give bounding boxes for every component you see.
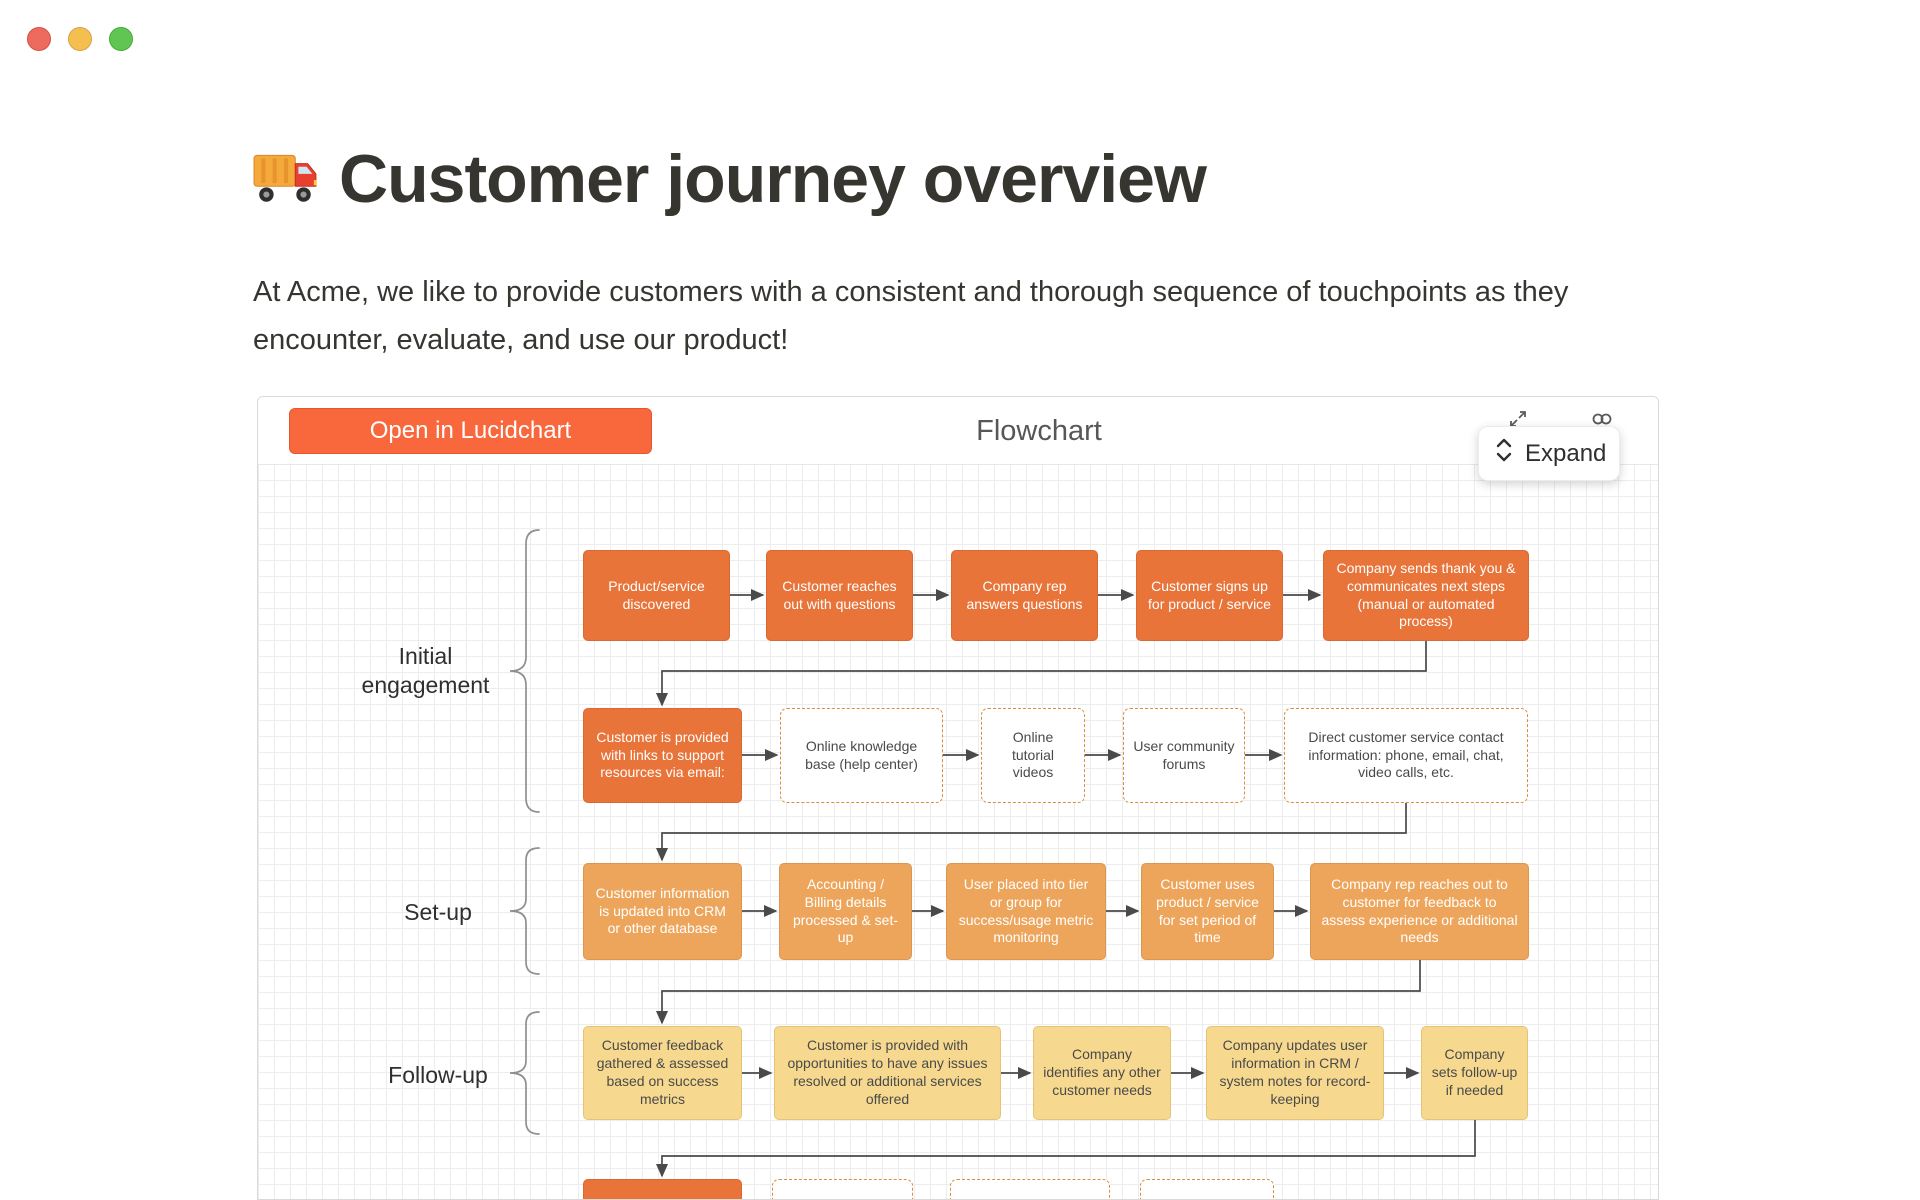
embed-header: Open in Lucidchart Flowchart <box>258 397 1658 465</box>
flow-step: Customer information is updated into CRM… <box>583 863 742 960</box>
flowchart-canvas: Initial engagement Set-up Follow-up Prod… <box>258 464 1658 1199</box>
link-icon[interactable] <box>1591 409 1613 434</box>
expand-label: Expand <box>1525 439 1607 467</box>
lane-label-initial-engagement: Initial engagement <box>361 643 490 698</box>
flow-step: Accounting / Billing details processed &… <box>779 863 912 960</box>
flow-step: Online knowledge base (help center) <box>780 708 943 803</box>
flow-step: User placed into tier or group for succe… <box>946 863 1106 960</box>
flow-step: User community forums <box>1123 708 1245 803</box>
flow-step: Company updates user information in CRM … <box>1206 1026 1384 1120</box>
flow-step-partial <box>583 1179 742 1199</box>
minimize-button[interactable] <box>68 27 92 51</box>
page-header: Customer journey overview <box>253 140 1207 218</box>
window-controls <box>27 27 133 51</box>
flow-step-partial <box>950 1179 1110 1199</box>
flow-step: Company identifies any other customer ne… <box>1033 1026 1171 1120</box>
flow-step: Company sets follow-up if needed <box>1421 1026 1528 1120</box>
lucidchart-embed[interactable]: Open in Lucidchart Flowchart Expand <box>257 396 1659 1200</box>
expand-button[interactable]: Expand <box>1478 426 1620 481</box>
flow-step: Customer feedback gathered & assessed ba… <box>583 1026 742 1120</box>
embed-title: Flowchart <box>976 415 1102 447</box>
flow-step-partial <box>772 1179 913 1199</box>
flow-step: Customer signs up for product / service <box>1136 550 1283 641</box>
flow-step: Company rep answers questions <box>951 550 1098 641</box>
truck-icon <box>253 149 319 210</box>
lane-label-set-up: Set-up <box>404 899 472 925</box>
flow-step: Online tutorial videos <box>981 708 1085 803</box>
page-intro: At Acme, we like to provide customers wi… <box>253 276 1569 356</box>
flow-step: Customer is provided with opportunities … <box>774 1026 1001 1120</box>
open-in-lucidchart-button[interactable]: Open in Lucidchart <box>289 408 652 454</box>
lane-braces <box>509 529 540 1135</box>
flow-step: Customer is provided with links to suppo… <box>583 708 742 803</box>
flow-step-partial <box>1140 1179 1274 1199</box>
unfold-vertical-icon <box>1493 437 1515 470</box>
flow-step: Customer reaches out with questions <box>766 550 913 641</box>
close-button[interactable] <box>27 27 51 51</box>
flow-step: Direct customer service contact informat… <box>1284 708 1528 803</box>
page-title: Customer journey overview <box>339 141 1207 217</box>
lane-label-follow-up: Follow-up <box>388 1062 488 1088</box>
flow-step: Company rep reaches out to customer for … <box>1310 863 1529 960</box>
flow-step: Customer uses product / service for set … <box>1141 863 1274 960</box>
flow-step: Product/service discovered <box>583 550 730 641</box>
zoom-button[interactable] <box>109 27 133 51</box>
flow-step: Company sends thank you & communicates n… <box>1323 550 1529 641</box>
